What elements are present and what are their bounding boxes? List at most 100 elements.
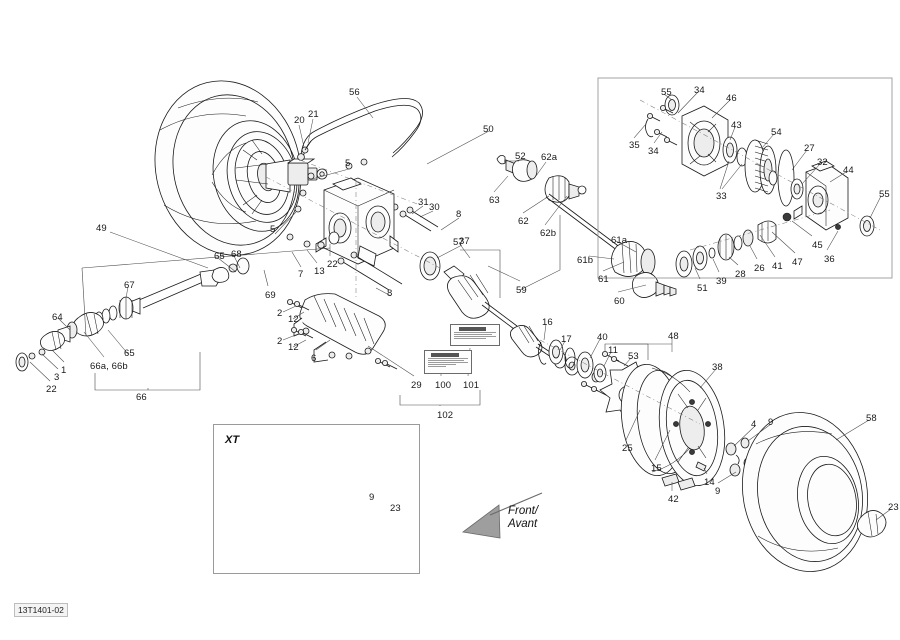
- callout-30: 30: [429, 202, 440, 213]
- pin-36: [835, 224, 841, 230]
- callout-43: 43: [731, 120, 742, 131]
- callout-16: 16: [542, 317, 553, 328]
- callout-15: 15: [651, 463, 662, 474]
- callout-25: 25: [622, 443, 633, 454]
- snap-ring-35: [645, 118, 654, 138]
- prop-shaft-end-hardware: [15, 348, 46, 372]
- pinion-shaft-parts: [675, 220, 777, 278]
- callout-59: 59: [516, 285, 527, 296]
- warning-decal-100: [424, 350, 472, 374]
- callout-34: 34: [694, 85, 705, 96]
- callout-12: 12: [288, 342, 299, 353]
- callout-64: 64: [52, 312, 63, 323]
- gearbox-cover-46: [681, 105, 729, 177]
- valve-stem-14: [695, 461, 707, 472]
- gearbox-detail-box: [597, 77, 893, 279]
- callout-56: 56: [349, 87, 360, 98]
- oring-27: [777, 149, 795, 207]
- callout-14: 14: [704, 477, 715, 488]
- callout-66: 66: [136, 392, 147, 403]
- callout-101: 101: [463, 380, 480, 391]
- seal-37: [419, 251, 441, 281]
- cv-boot-61: [611, 241, 656, 277]
- callout-63: 63: [489, 195, 500, 206]
- bearing-43: [722, 136, 748, 167]
- right-tire-58: [741, 412, 869, 572]
- ball-45: [782, 212, 792, 222]
- drive-shaft-61b: [545, 193, 622, 252]
- callout-55: 55: [879, 189, 890, 200]
- callout-35: 35: [629, 140, 640, 151]
- callout-40: 40: [597, 332, 608, 343]
- callout-8: 8: [387, 288, 393, 299]
- gearbox-bolts-34: [647, 105, 678, 146]
- callout-44: 44: [843, 165, 854, 176]
- callout-22: 22: [327, 259, 338, 270]
- callout-23: 23: [390, 503, 401, 514]
- callout-17: 17: [561, 334, 572, 345]
- callout-102: 102: [437, 410, 454, 421]
- xt-inset-label: XT: [225, 434, 240, 446]
- front-label-line1: Front/: [508, 505, 539, 517]
- ring-gear-54: [744, 139, 777, 195]
- gearbox-housing-44: [793, 160, 849, 231]
- long-bolts-30-31-8: [337, 206, 439, 291]
- callout-58: 58: [866, 413, 877, 424]
- callout-55: 55: [661, 87, 672, 98]
- callout-61a: 61a: [611, 235, 628, 246]
- callout-62: 62: [518, 216, 529, 227]
- u-joint-65-66: [40, 312, 104, 351]
- callout-26: 26: [754, 263, 765, 274]
- seal-33-small: [768, 170, 778, 186]
- front-direction-arrow: [462, 492, 543, 539]
- protector-bolts-2-12: [286, 298, 398, 370]
- leader-lines: [29, 91, 892, 527]
- callout-65: 65: [124, 348, 135, 359]
- callout-1: 1: [61, 365, 67, 376]
- callout-23: 23: [888, 502, 899, 513]
- callout-36: 36: [824, 254, 835, 265]
- callout-41: 41: [772, 261, 783, 272]
- callout-52: 52: [515, 151, 526, 162]
- callout-7: 7: [298, 269, 304, 280]
- callout-32: 32: [817, 157, 828, 168]
- callout-65: 65: [214, 251, 225, 262]
- front-label-line2: Avant: [508, 518, 538, 530]
- centerlines: [265, 99, 881, 425]
- right-wheel-rim-38: [620, 363, 726, 487]
- xt-inset-box: [213, 424, 420, 574]
- callout-69: 69: [265, 290, 276, 301]
- callout-3: 3: [54, 372, 60, 383]
- callout-9: 9: [369, 492, 375, 503]
- callout-11: 11: [608, 345, 619, 356]
- valve-23-right: [857, 510, 887, 538]
- callout-12: 12: [288, 314, 299, 325]
- callout-20: 20: [294, 115, 305, 126]
- callout-61b: 61b: [577, 255, 594, 266]
- callout-57: 57: [453, 237, 464, 248]
- callout-6: 6: [311, 353, 317, 364]
- differential-fasteners: [286, 158, 368, 249]
- brackets: [399, 215, 672, 406]
- callout-39: 39: [716, 276, 727, 287]
- callout-49: 49: [96, 223, 107, 234]
- axle-protector-29: [293, 293, 386, 363]
- callout-60: 60: [614, 296, 625, 307]
- callout-13: 13: [314, 266, 325, 277]
- callout-21: 21: [308, 109, 319, 120]
- callout-42: 42: [668, 494, 679, 505]
- callout-9: 9: [768, 417, 774, 428]
- wheel-weights-42: [661, 473, 696, 491]
- callout-9: 9: [715, 486, 721, 497]
- callout-29: 29: [411, 380, 422, 391]
- callout-22: 22: [46, 384, 57, 395]
- callout-66a, 66b: 66a, 66b: [90, 361, 128, 372]
- callout-5: 5: [270, 224, 276, 235]
- callout-2: 2: [277, 308, 283, 319]
- warning-decal-101: [450, 324, 500, 346]
- callout-68: 68: [231, 249, 242, 260]
- front-differential-housing: [315, 177, 399, 267]
- callout-37: 37: [459, 236, 470, 247]
